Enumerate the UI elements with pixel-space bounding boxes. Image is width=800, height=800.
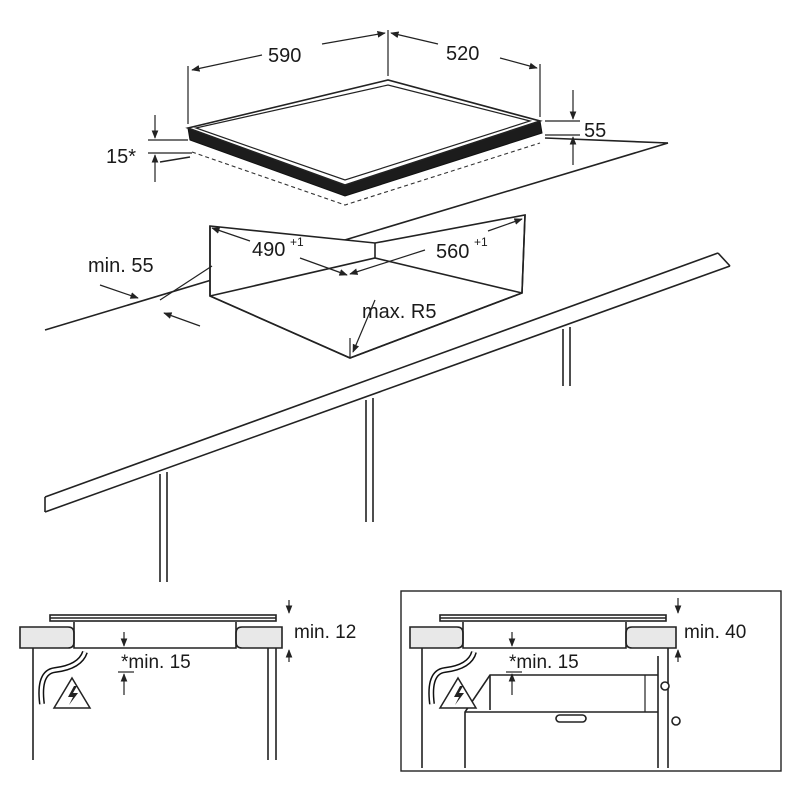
right-under-clearance-label: *min. 15 <box>509 652 579 673</box>
edge-distance-dimension: min. 55 <box>88 255 213 327</box>
corner-radius-callout: max. R5 <box>352 299 436 353</box>
hob-width-dimension: 590 <box>187 30 389 124</box>
cutout-width-label: 490 <box>252 239 285 261</box>
hob-unit <box>185 79 543 206</box>
detail-left: *min. 15 min. 12 <box>19 600 356 760</box>
left-under-clearance-label: *min. 15 <box>121 652 191 673</box>
edge-distance-label: min. 55 <box>88 255 154 277</box>
cutout-depth-dimension: 560 +1 <box>349 218 523 275</box>
hob-height-label: 55 <box>584 120 606 142</box>
corner-radius-label: max. R5 <box>362 301 436 323</box>
cutout-depth-tolerance: +1 <box>474 235 488 249</box>
side-gap-dimension: 15* <box>106 115 192 182</box>
right-top-clearance-label: min. 40 <box>684 622 746 643</box>
hob-height-dimension: 55 <box>545 90 606 165</box>
hob-depth-label: 520 <box>446 43 479 65</box>
hob-width-label: 590 <box>268 45 301 67</box>
cutout-depth-label: 560 <box>436 241 469 263</box>
worktop-cutout <box>209 214 526 359</box>
cutout-width-tolerance: +1 <box>290 235 304 249</box>
worktop <box>44 137 731 582</box>
detail-right: *min. 15 min. 40 <box>400 590 782 772</box>
cutout-width-dimension: 490 +1 <box>211 227 348 276</box>
side-gap-label: 15* <box>106 146 136 168</box>
hob-depth-dimension: 520 <box>390 31 541 117</box>
left-top-clearance-label: min. 12 <box>294 622 356 643</box>
